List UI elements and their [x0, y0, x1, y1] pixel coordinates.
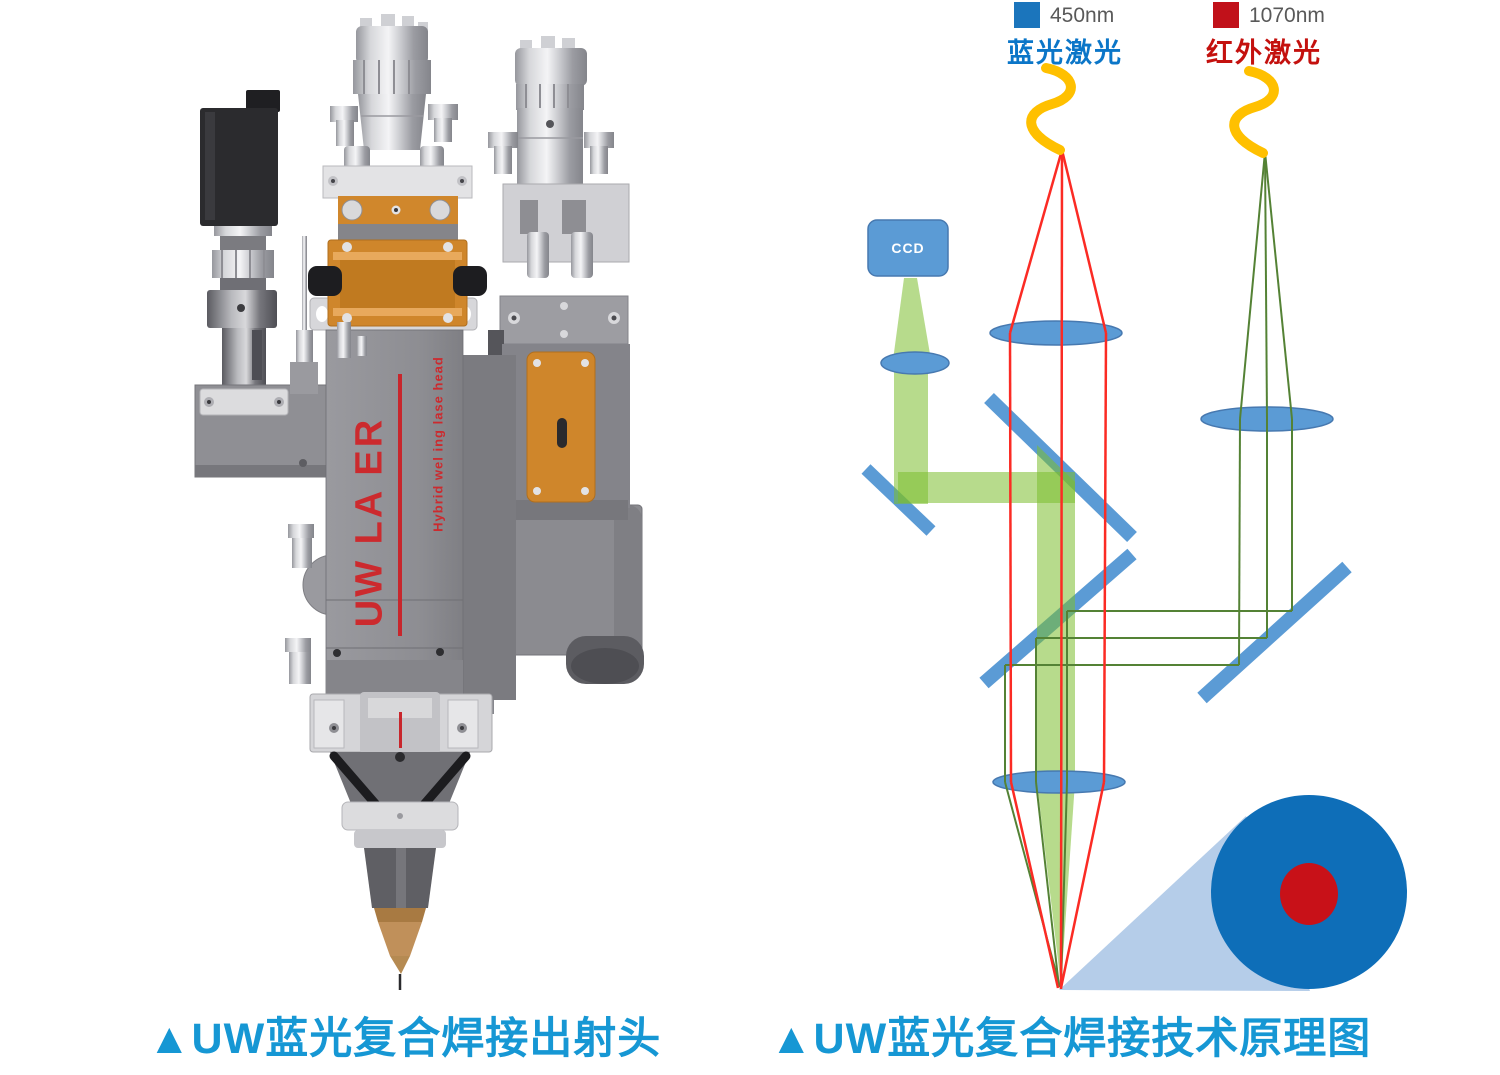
blue-laser-beam	[1008, 149, 1108, 990]
blue-laser-label: 蓝光激光	[1007, 38, 1123, 68]
central-plates	[308, 165, 487, 331]
welding-head-photo	[194, 14, 644, 990]
infrared-laser-label: 红外激光	[1206, 38, 1322, 68]
camera-assembly	[200, 90, 280, 386]
infrared-laser-wavelength: 1070nm	[1249, 4, 1325, 27]
ccd-lens	[880, 351, 950, 375]
blue-laser-fiber	[1026, 63, 1076, 155]
blue-laser-wavelength: 450nm	[1050, 4, 1115, 27]
caption-right: ▲UW蓝光复合焊接技术原理图	[770, 1015, 1372, 1063]
machine-brand-text: UW LA ER	[348, 416, 391, 628]
body-red-line	[398, 374, 402, 636]
caption-left: ▲UW蓝光复合焊接出射头	[148, 1015, 662, 1063]
ccd-box	[867, 219, 949, 277]
welding-head-art	[194, 14, 644, 990]
infrared-fiber	[1229, 66, 1279, 158]
main-body	[285, 322, 516, 744]
blue-laser-swatch	[1014, 2, 1040, 28]
nozzle-red-mark	[399, 712, 402, 748]
machine-subtitle-text: Hybrid wel ing lase head	[430, 356, 446, 532]
spot-core-circle	[1280, 863, 1338, 925]
right-fiber-connector	[488, 36, 630, 530]
brass-nozzle-tip	[378, 922, 422, 956]
infrared-laser-swatch	[1213, 2, 1239, 28]
nozzle-assembly	[309, 692, 493, 990]
focusing-lens	[992, 770, 1126, 794]
fold-mirror-right	[1197, 561, 1352, 704]
blue-laser-collimating-lens	[989, 320, 1123, 346]
ccd-label: CCD	[891, 240, 925, 256]
